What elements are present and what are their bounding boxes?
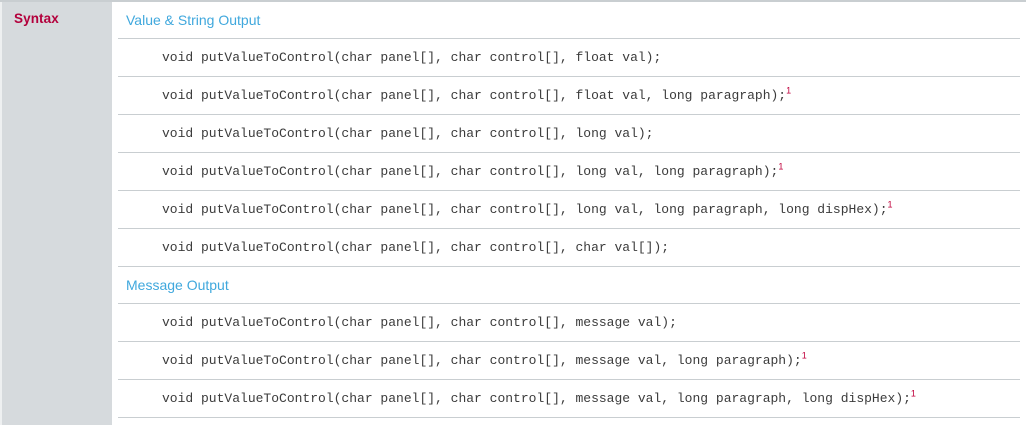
signature-row: void putValueToControl(char panel[], cha… <box>118 115 1020 153</box>
section-heading-row: Value & String Output <box>118 2 1020 39</box>
signature-code: void putValueToControl(char panel[], cha… <box>162 161 784 179</box>
signature-code: void putValueToControl(char panel[], cha… <box>162 314 677 330</box>
signature-row: void putValueToControl(char panel[], cha… <box>118 380 1020 418</box>
signature-row: void putValueToControl(char panel[], cha… <box>118 229 1020 267</box>
signature-row: void putValueToControl(char panel[], cha… <box>118 153 1020 191</box>
signature-code: void putValueToControl(char panel[], cha… <box>162 199 893 217</box>
section-heading-value-string-output: Value & String Output <box>126 12 261 28</box>
signature-row-clipped: void putValueToControl(char pa <box>118 418 1020 425</box>
signature-row: void putValueToControl(char panel[], cha… <box>118 304 1020 342</box>
row-label-cell: Syntax <box>0 2 112 425</box>
footnote-marker[interactable]: 1 <box>887 199 893 210</box>
signature-row: void putValueToControl(char panel[], cha… <box>118 77 1020 115</box>
footnote-marker[interactable]: 1 <box>786 85 792 96</box>
footnote-marker[interactable]: 1 <box>910 388 916 399</box>
page-title: Syntax <box>14 11 59 26</box>
signature-code: void putValueToControl(char panel[], cha… <box>162 239 670 255</box>
signature-row: void putValueToControl(char panel[], cha… <box>118 191 1020 229</box>
signature-row: void putValueToControl(char panel[], cha… <box>118 39 1020 77</box>
footnote-marker[interactable]: 1 <box>801 350 807 361</box>
section-heading-row: Message Output <box>118 267 1020 304</box>
signature-code: void putValueToControl(char panel[], cha… <box>162 350 807 368</box>
syntax-list: Value & String Output void putValueToCon… <box>112 2 1026 425</box>
signature-code: void putValueToControl(char panel[], cha… <box>162 125 654 141</box>
section-heading-message-output: Message Output <box>126 277 229 293</box>
signature-code: void putValueToControl(char panel[], cha… <box>162 388 916 406</box>
signature-code: void putValueToControl(char panel[], cha… <box>162 49 662 65</box>
signature-row: void putValueToControl(char panel[], cha… <box>118 342 1020 380</box>
footnote-marker[interactable]: 1 <box>778 161 784 172</box>
signature-code: void putValueToControl(char panel[], cha… <box>162 85 792 103</box>
